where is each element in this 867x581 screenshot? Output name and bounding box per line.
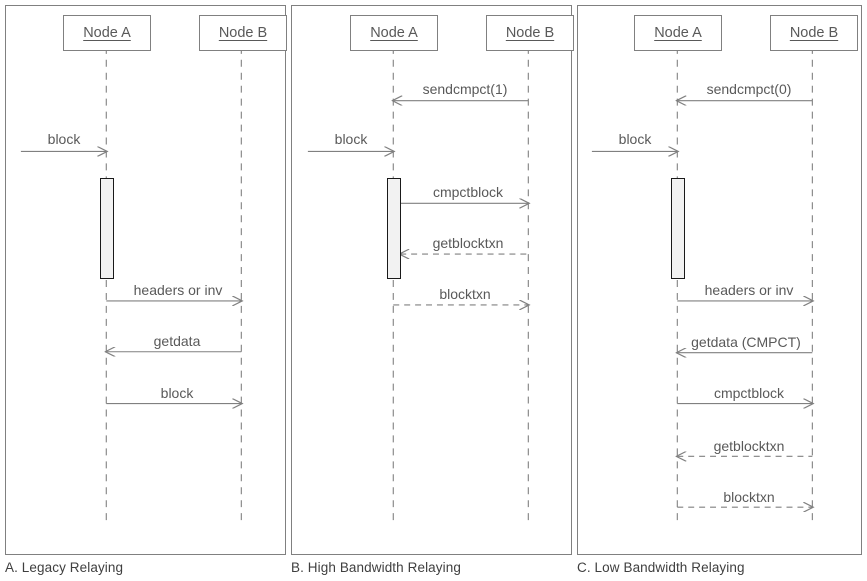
participant-node-b: Node B (486, 15, 574, 51)
caption-panel-b: B. High Bandwidth Relaying (291, 560, 461, 575)
participant-label: Node A (370, 25, 418, 41)
message-label-sendcmpct-1: sendcmpct(1) (422, 81, 508, 97)
participant-label: Node A (83, 25, 131, 41)
participant-label: Node B (789, 25, 839, 41)
message-label-blocktxn: blocktxn (723, 489, 775, 505)
panel-a-canvas (20, 46, 285, 525)
message-label-block: block (47, 131, 81, 147)
participant-label: Node B (218, 25, 268, 41)
message-label-blocktxn: blocktxn (439, 286, 491, 302)
message-label-getblocktxn: getblocktxn (432, 235, 504, 251)
panel-high-bandwidth-relaying: Node A Node B sendcmpct(1) block cmpctbl… (291, 5, 574, 555)
participant-node-b: Node B (770, 15, 858, 51)
panel-b-canvas (307, 46, 571, 525)
message-label-headers-or-inv: headers or inv (704, 282, 794, 298)
participant-node-a: Node A (350, 15, 438, 51)
caption-panel-c: C. Low Bandwidth Relaying (577, 560, 745, 575)
message-label-headers-or-inv: headers or inv (133, 282, 223, 298)
activation-bar-node-a (671, 178, 685, 279)
activation-bar-node-a (387, 178, 401, 279)
participant-label: Node B (505, 25, 555, 41)
panel-legacy-relaying: Node A Node B block headers or inv getda… (5, 5, 287, 555)
panel-low-bandwidth-relaying: Node A Node B sendcmpct(0) block headers… (577, 5, 862, 555)
message-label-block: block (618, 131, 652, 147)
message-label-getdata: getdata (153, 333, 201, 349)
message-label-cmpctblock: cmpctblock (713, 385, 785, 401)
message-label-block: block (334, 131, 368, 147)
message-label-block-2: block (160, 385, 194, 401)
message-label-sendcmpct-0: sendcmpct(0) (706, 81, 792, 97)
participant-node-a: Node A (634, 15, 722, 51)
caption-panel-a: A. Legacy Relaying (5, 560, 124, 575)
message-label-cmpctblock: cmpctblock (432, 184, 504, 200)
participant-node-b: Node B (199, 15, 287, 51)
message-label-getblocktxn: getblocktxn (713, 438, 785, 454)
message-label-getdata-cmpct: getdata (CMPCT) (691, 334, 801, 350)
participant-label: Node A (654, 25, 702, 41)
participant-node-a: Node A (63, 15, 151, 51)
activation-bar-node-a (100, 178, 114, 279)
panel-c-canvas (591, 46, 861, 525)
